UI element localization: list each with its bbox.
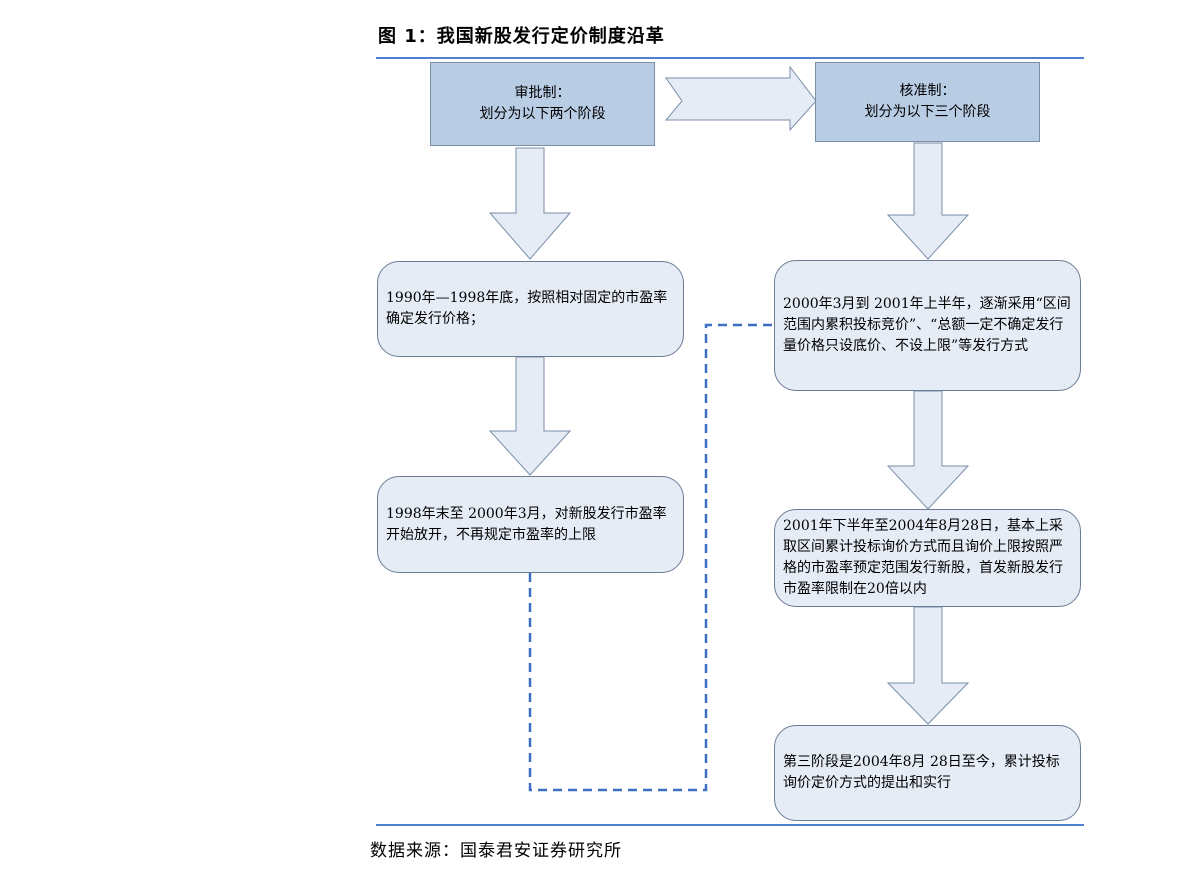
right-down-arrow-2: [886, 390, 970, 510]
top-rule: [376, 57, 1084, 59]
verification-system-header: 核准制： 划分为以下三个阶段: [815, 62, 1040, 142]
left-down-arrow-2: [488, 356, 572, 476]
verification-stage-2: 2001年下半年至2004年8月28日，基本上采取区间累计投标询价方式而且询价上…: [774, 509, 1081, 607]
verification-stage-1: 2000年3月到 2001年上半年，逐渐采用“区间范围内累积投标竞价”、“总额一…: [774, 260, 1081, 391]
approval-stage-2: 1998年末至 2000年3月，对新股发行市盈率开始放开，不再规定市盈率的上限: [377, 476, 684, 573]
approval-to-verification-arrow: [664, 65, 817, 132]
approval-header-line2: 划分为以下两个阶段: [479, 106, 606, 122]
dashed-connector: [528, 323, 774, 792]
approval-header-line1: 审批制：: [514, 85, 571, 101]
verification-stage-1-text: 2000年3月到 2001年上半年，逐渐采用“区间范围内累积投标竞价”、“总额一…: [783, 296, 1071, 354]
bottom-rule: [376, 824, 1084, 826]
verification-stage-2-text: 2001年下半年至2004年8月28日，基本上采取区间累计投标询价方式而且询价上…: [783, 518, 1063, 597]
right-down-arrow-1: [886, 142, 970, 260]
data-source-note: 数据来源：国泰君安证券研究所: [370, 841, 622, 861]
verification-stage-3: 第三阶段是2004年8月 28日至今，累计投标询价定价方式的提出和实行: [774, 725, 1081, 821]
approval-stage-1-text: 1990年—1998年底，按照相对固定的市盈率确定发行价格；: [386, 290, 668, 327]
figure-title: 图 1：我国新股发行定价制度沿革: [378, 26, 665, 47]
verification-header-line2: 划分为以下三个阶段: [864, 104, 991, 120]
approval-system-header: 审批制： 划分为以下两个阶段: [430, 62, 655, 146]
approval-stage-2-text: 1998年末至 2000年3月，对新股发行市盈率开始放开，不再规定市盈率的上限: [386, 505, 667, 543]
right-down-arrow-3: [886, 606, 970, 725]
left-down-arrow-1: [488, 147, 572, 260]
verification-header-line1: 核准制：: [899, 83, 956, 99]
verification-stage-3-text: 第三阶段是2004年8月 28日至今，累计投标询价定价方式的提出和实行: [783, 754, 1060, 791]
approval-stage-1: 1990年—1998年底，按照相对固定的市盈率确定发行价格；: [377, 261, 684, 357]
